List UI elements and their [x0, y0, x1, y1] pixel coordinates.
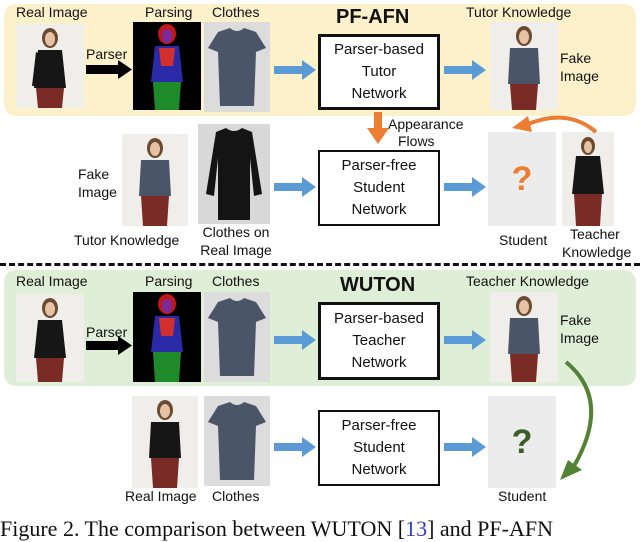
teacher-network-line2: Teacher: [352, 332, 406, 349]
top-fake-image-label-1: Fake: [560, 50, 592, 66]
top-clothes-label: Clothes: [212, 4, 260, 20]
bottom-fake-image-label-1: Fake: [560, 312, 592, 328]
teacher-knowledge-label-2: Knowledge: [562, 244, 632, 260]
top-tutor-to-fake-arrow: [444, 60, 486, 80]
tutor-network-line1: Parser-based: [333, 41, 425, 58]
parser-based-tutor-network: Parser-based Tutor Network: [318, 34, 440, 110]
caption-text-start: Figure 2. The comparison between WUTON [: [0, 516, 406, 541]
parser-based-teacher-network: Parser-based Teacher Network: [318, 302, 440, 380]
bottom-real-image: [16, 294, 84, 382]
clothes-on-real-image: [198, 124, 270, 224]
top-fake-image-label-2: Image: [560, 68, 599, 84]
teacher-network-line1: Parser-based: [333, 310, 425, 327]
top-clothes-image: [204, 22, 270, 112]
top-parsing-label: Parsing: [145, 4, 193, 20]
top-parsing-map: [133, 22, 201, 110]
top-clothes-to-tutor-arrow: [274, 60, 316, 80]
left-tutor-knowledge-label: Tutor Knowledge: [74, 232, 180, 248]
top-title: PF-AFN: [336, 6, 410, 28]
fake-to-student-curve-arrow: [560, 360, 594, 480]
bottom-teacher-to-fake-arrow: [444, 330, 486, 350]
bottom-student-output: ?: [488, 396, 556, 488]
bottom-student-label: Student: [498, 488, 547, 504]
bottom-title: WUTON: [340, 274, 416, 296]
bottom-parser-free-student-network: Parser-free Student Network: [318, 410, 440, 486]
teacher-knowledge-image: [562, 132, 614, 226]
tutor-network-line2: Tutor: [361, 63, 397, 80]
section-divider: [0, 263, 640, 266]
bottom-fake-image: [490, 292, 558, 382]
teacher-to-student-curve-arrow: [512, 115, 598, 134]
clothes-on-real-label-1: Clothes on: [202, 224, 270, 240]
appearance-flows-label-2: Flows: [398, 133, 435, 149]
bottom-clothes-label: Clothes: [212, 273, 260, 289]
appearance-flows-arrow: [367, 112, 389, 144]
bottom-student-network-line1: Parser-free: [341, 417, 417, 434]
bottom-fake-image-label-2: Image: [560, 330, 599, 346]
tutor-fake-image: [122, 134, 188, 226]
top-student-label: Student: [499, 232, 548, 248]
teacher-network-line3: Network: [351, 354, 407, 371]
bottom-student-network-line2: Student: [353, 439, 405, 456]
figure-caption: Figure 2. The comparison between WUTON […: [0, 516, 640, 542]
bottom-parser-arrow: [86, 336, 132, 355]
top-tutor-knowledge-label: Tutor Knowledge: [466, 4, 572, 20]
top-inputs-to-student-arrow: [274, 177, 316, 197]
top-student-output: ?: [488, 132, 556, 226]
bottom-parsing-map: [133, 292, 201, 382]
top-parser-free-student-network: Parser-free Student Network: [318, 150, 440, 226]
top-parser-label: Parser: [86, 46, 128, 62]
bottom-student-clothes-label: Clothes: [212, 488, 260, 504]
left-fake-image-label-1: Fake: [78, 166, 110, 182]
top-student-network-line2: Student: [353, 179, 405, 196]
top-real-image: [16, 24, 84, 108]
bottom-inputs-to-student-arrow: [274, 437, 316, 457]
left-fake-image-label-2: Image: [78, 184, 117, 200]
top-student-network-line1: Parser-free: [341, 157, 417, 174]
appearance-flows-label-1: Appearance: [388, 116, 464, 132]
bottom-student-clothes-image: [204, 396, 270, 486]
tutor-network-line3: Network: [351, 85, 407, 102]
top-real-image-label: Real Image: [16, 4, 88, 20]
bottom-student-to-output-arrow: [444, 437, 486, 457]
bottom-teacher-knowledge-label: Teacher Knowledge: [466, 273, 589, 289]
bottom-student-real-image: [132, 396, 198, 488]
top-student-to-output-arrow: [444, 177, 486, 197]
bottom-real-image-label: Real Image: [16, 273, 88, 289]
bottom-student-network-line3: Network: [351, 461, 407, 478]
bottom-parsing-label: Parsing: [145, 273, 193, 289]
top-student-network-line3: Network: [351, 201, 407, 218]
bottom-parser-label: Parser: [86, 324, 128, 340]
bottom-clothes-image: [204, 292, 270, 382]
teacher-knowledge-label-1: Teacher: [570, 226, 620, 242]
bottom-student-real-image-label: Real Image: [125, 488, 197, 504]
clothes-on-real-label-2: Real Image: [200, 242, 272, 258]
top-parser-arrow: [86, 60, 132, 79]
top-fake-image: [490, 22, 558, 110]
bottom-clothes-to-teacher-arrow: [274, 330, 316, 350]
caption-reference-link[interactable]: 13: [405, 516, 428, 541]
caption-text-end: ] and PF-AFN: [427, 516, 553, 541]
